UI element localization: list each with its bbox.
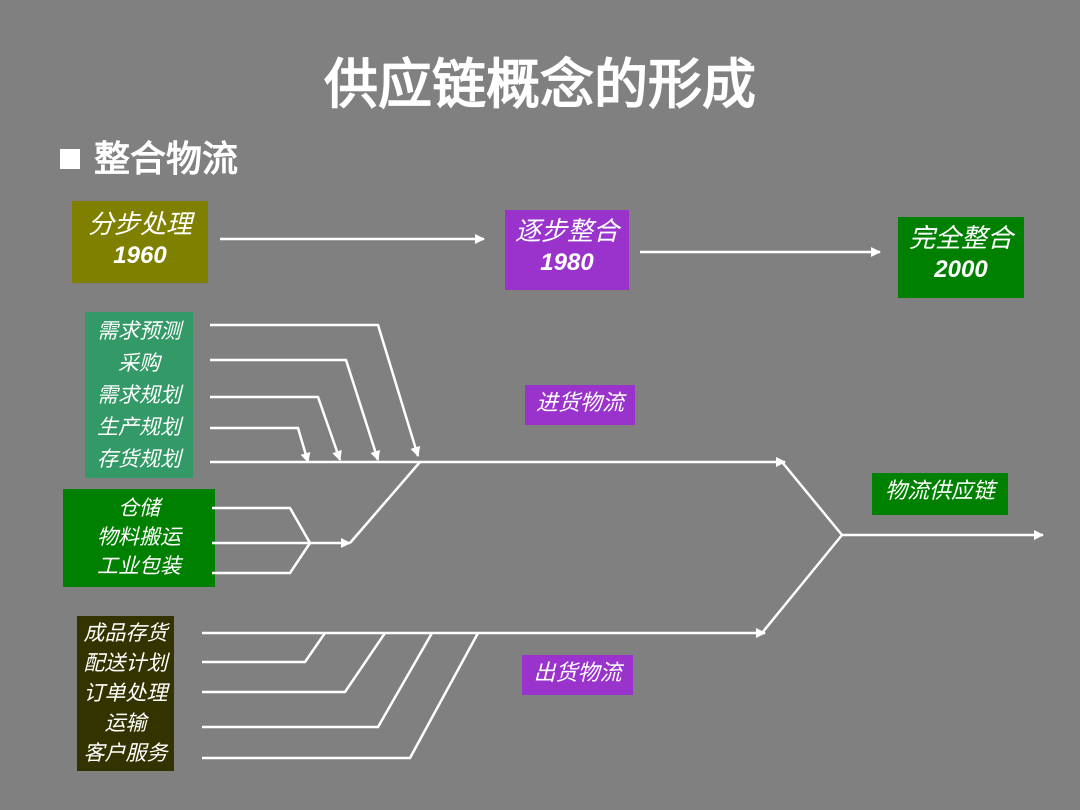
- list-item: 需求预测: [97, 319, 181, 343]
- era-year: 1980: [540, 249, 594, 276]
- era-year: 1960: [113, 242, 167, 269]
- list-item: 仓储: [118, 496, 160, 520]
- era-label: 逐步整合: [514, 217, 619, 247]
- inbound-logistics-label: 进货物流: [525, 385, 635, 425]
- outbound-feeder-line: [202, 632, 434, 729]
- list-item: 客户服务: [83, 741, 168, 765]
- list-item: 成品存货: [83, 621, 168, 645]
- era-year: 2000: [934, 256, 988, 283]
- era-label: 分步处理: [87, 210, 192, 240]
- era-box-1980: 逐步整合 1980: [505, 210, 629, 290]
- outbound-feeder-line: [202, 632, 327, 664]
- inbound-feeder-line: [210, 426, 311, 463]
- inbound-feeder-line: [210, 323, 421, 457]
- storage-functions-box: 仓储 物料搬运 工业包装: [63, 489, 215, 587]
- list-item: 生产规划: [97, 415, 181, 439]
- era-box-1960: 分步处理 1960: [72, 201, 208, 283]
- list-item: 运输: [104, 711, 147, 735]
- slide-title: 供应链概念的形成: [324, 52, 756, 116]
- storage-feeder-line: [212, 506, 312, 544]
- inbound-functions-box: 需求预测 采购 需求规划 生产规划 存货规划: [85, 312, 193, 478]
- list-item: 存货规划: [97, 447, 181, 471]
- outbound-functions-box: 成品存货 配送计划 订单处理 运输 客户服务: [77, 616, 174, 771]
- list-item: 订单处理: [83, 681, 168, 705]
- list-item: 工业包装: [97, 554, 181, 578]
- inbound-to-supply-chain-line: [781, 461, 843, 536]
- inbound-feeder-line: [210, 358, 381, 461]
- list-item: 配送计划: [83, 651, 168, 675]
- era-box-2000: 完全整合 2000: [898, 217, 1024, 298]
- bullet-text: 整合物流: [94, 138, 239, 180]
- square-bullet-icon: [60, 149, 80, 169]
- storage-feeder-line: [212, 542, 312, 575]
- list-item: 需求规划: [97, 383, 181, 407]
- inbound-feeder-line: [210, 395, 342, 461]
- outbound-to-supply-chain-line: [761, 534, 843, 634]
- list-item: 物料搬运: [97, 525, 181, 549]
- bullet-heading: 整合物流: [60, 130, 238, 182]
- supply-chain-label: 物流供应链: [872, 473, 1008, 515]
- outbound-feeder-line: [202, 632, 387, 694]
- outbound-feeder-line: [202, 632, 480, 760]
- list-item: 采购: [118, 351, 160, 375]
- era-label: 完全整合: [908, 224, 1013, 254]
- outbound-logistics-label: 出货物流: [522, 655, 633, 695]
- storage-to-inbound-line: [349, 461, 421, 544]
